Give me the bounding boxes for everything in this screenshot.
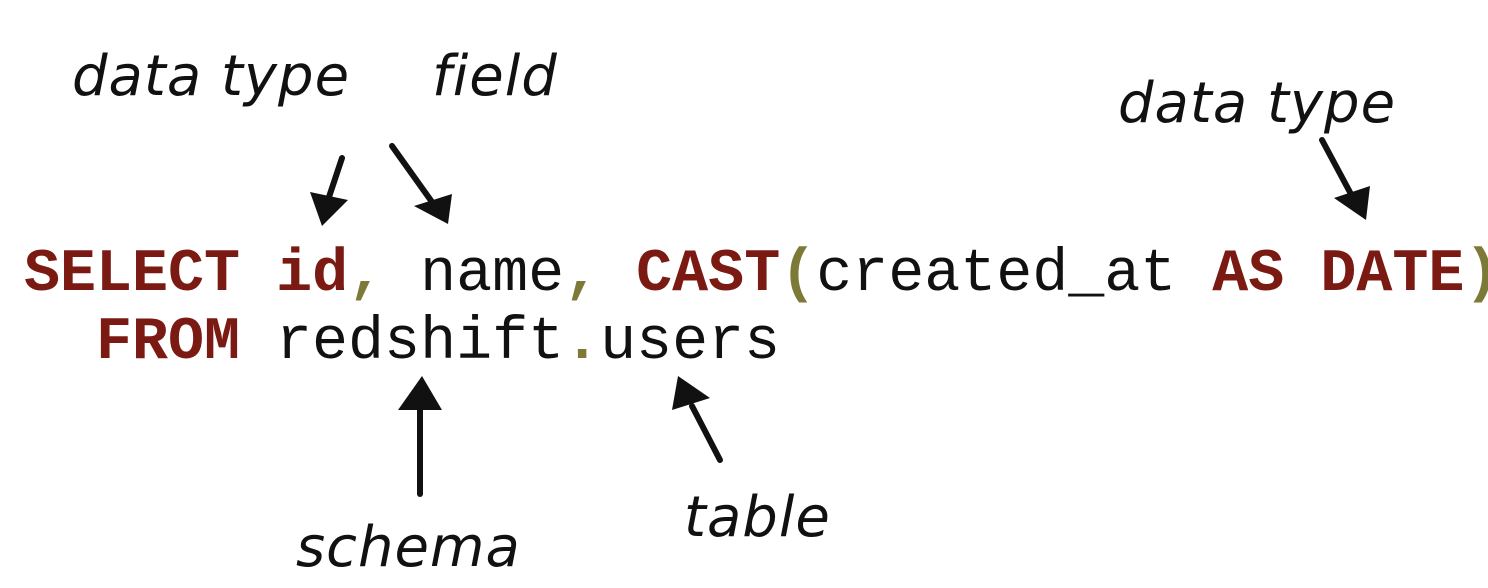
comma: , xyxy=(564,241,600,309)
field-id: id xyxy=(276,241,348,309)
arrow-data-type-to-date xyxy=(1319,137,1370,220)
label-schema: schema xyxy=(296,515,521,580)
sql-line-1: SELECT id, name, CAST(created_at AS DATE… xyxy=(24,241,1488,309)
comma: , xyxy=(348,241,384,309)
type-date: DATE xyxy=(1320,241,1464,309)
label-table: table xyxy=(684,485,831,550)
field-name: name xyxy=(420,241,564,309)
label-field: field xyxy=(432,44,558,109)
arrow-data-type-to-id xyxy=(310,155,348,226)
label-data-type-right: data type xyxy=(1118,71,1396,136)
keyword-select: SELECT xyxy=(24,241,240,309)
label-data-type-left: data type xyxy=(72,44,350,109)
dot: . xyxy=(564,309,600,377)
sql-line-2: FROM redshift.users xyxy=(96,309,780,377)
paren-open: ( xyxy=(780,241,816,309)
keyword-as: AS xyxy=(1212,241,1284,309)
keyword-from: FROM xyxy=(96,309,240,377)
table-name: users xyxy=(600,309,780,377)
arrow-field-to-name xyxy=(389,143,452,224)
arrow-schema-to-redshift xyxy=(398,376,442,497)
keyword-cast: CAST xyxy=(636,241,780,309)
field-created-at: created_at xyxy=(816,241,1176,309)
paren-close: ) xyxy=(1464,241,1488,309)
arrow-table-to-users xyxy=(672,376,723,463)
schema-name: redshift xyxy=(276,309,564,377)
